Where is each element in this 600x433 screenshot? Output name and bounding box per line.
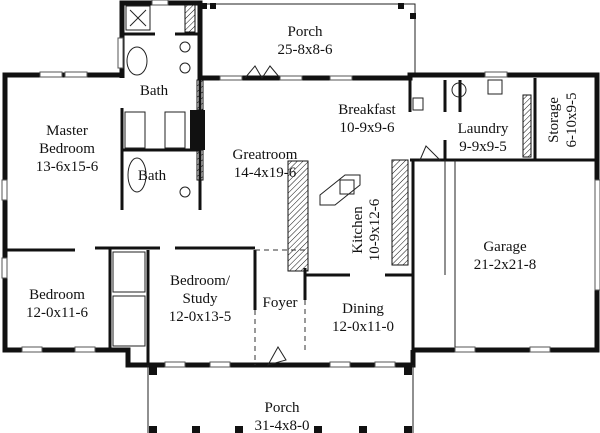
room-label-bath-upper: Bath: [140, 83, 169, 99]
room-name: Kitchen: [350, 206, 366, 254]
room-size: 21-2x21-8: [474, 257, 537, 273]
room-name: Breakfast: [338, 102, 396, 118]
room-label-breakfast: Breakfast 10-9x9-6: [338, 102, 396, 136]
room-label-greatroom: Greatroom 14-4x19-6: [233, 147, 298, 181]
room-size: 6-10x9-5: [564, 93, 580, 148]
room-label-bedroom-study: Bedroom/ Study 12-0x13-5: [169, 273, 232, 325]
room-name: Storage: [546, 97, 562, 143]
fixtures: [112, 3, 532, 366]
room-name: Master: [46, 123, 88, 139]
room-name: Dining: [342, 301, 384, 317]
room-size: 12-0x11-6: [26, 305, 88, 321]
room-label-master-bedroom: Master Bedroom 13-6x15-6: [36, 123, 99, 175]
room-label-front-porch: Porch 31-4x8-0: [255, 400, 310, 433]
room-label-bath-lower: Bath: [138, 168, 167, 184]
room-size: 10-9x12-6: [367, 198, 383, 261]
room-label-garage: Garage 21-2x21-8: [474, 239, 537, 273]
room-label-dining: Dining 12-0x11-0: [332, 301, 394, 335]
room-name: Porch: [265, 400, 300, 416]
interior-walls: [5, 32, 597, 365]
room-size: 12-0x13-5: [169, 309, 232, 325]
room-size: 25-8x8-6: [278, 42, 333, 58]
room-name: Greatroom: [233, 147, 298, 163]
rear-porch-outline: [200, 3, 416, 76]
room-label-bedroom: Bedroom 12-0x11-6: [26, 287, 88, 321]
room-name: Bedroom: [29, 287, 85, 303]
room-size: 10-9x9-6: [340, 120, 395, 136]
room-name: Garage: [483, 239, 527, 255]
front-porch-outline: [147, 365, 414, 433]
room-name: Laundry: [458, 121, 509, 137]
room-label-foyer: Foyer: [263, 295, 298, 311]
room-size: 12-0x11-0: [332, 319, 394, 335]
room-size: 9-9x9-5: [459, 139, 507, 155]
room-label-storage: Storage 6-10x9-5: [546, 93, 580, 148]
room-size: 13-6x15-6: [36, 159, 99, 175]
windows: [1, 0, 600, 368]
room-size: 14-4x19-6: [234, 165, 297, 181]
room-label-laundry: Laundry 9-9x9-5: [458, 121, 509, 155]
room-label-kitchen: Kitchen 10-9x12-6: [350, 198, 383, 261]
room-name: Porch: [288, 24, 323, 40]
room-size: 31-4x8-0: [255, 418, 310, 433]
room-name: Study: [182, 291, 218, 307]
room-label-rear-porch: Porch 25-8x8-6: [278, 24, 333, 58]
room-name: Bedroom/: [170, 273, 231, 289]
room-name: Bedroom: [39, 141, 95, 157]
